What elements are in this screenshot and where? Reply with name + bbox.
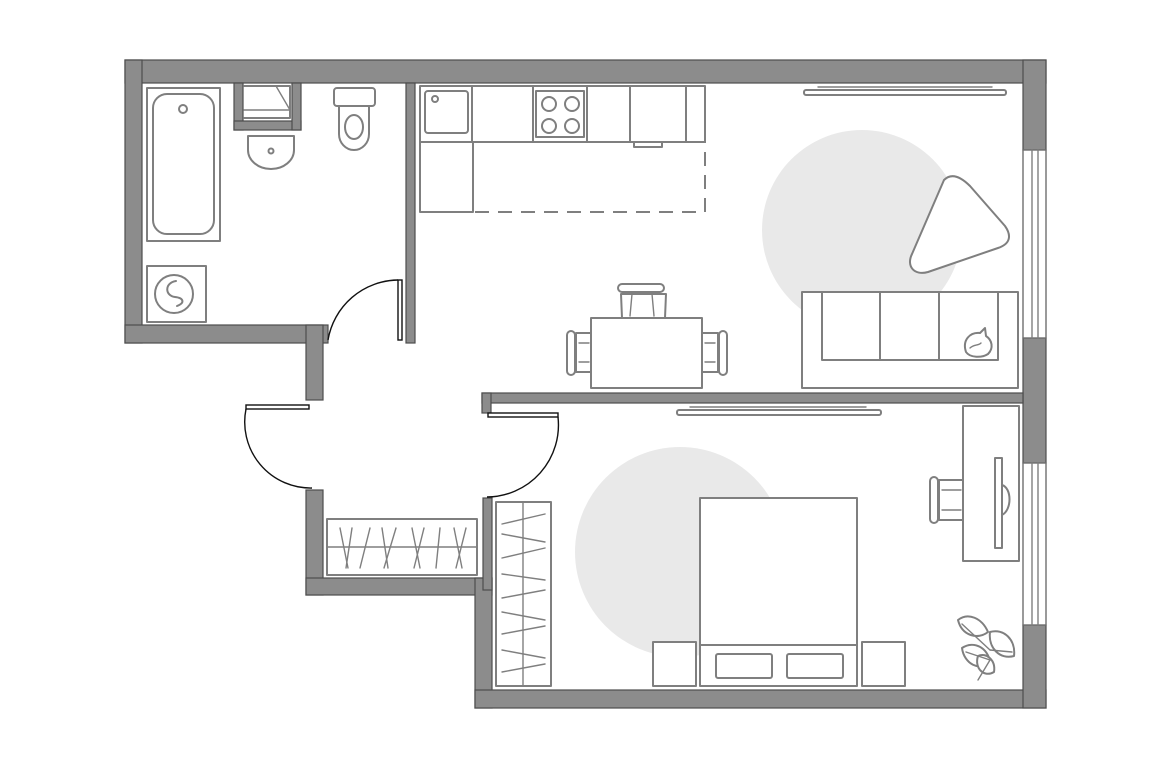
wall-bottom bbox=[474, 689, 1047, 709]
coffee-table bbox=[909, 175, 1011, 274]
wall-bath-cabinet-v2 bbox=[291, 82, 302, 131]
washing-machine-icon bbox=[146, 265, 207, 323]
entrance-door[interactable] bbox=[244, 404, 313, 489]
walls bbox=[124, 59, 1047, 709]
window-living bbox=[1022, 149, 1047, 339]
wall-hall-bottom bbox=[305, 577, 493, 596]
wardrobe-hall bbox=[326, 518, 478, 576]
desk bbox=[962, 405, 1020, 562]
wall-bath-cabinet-h bbox=[233, 120, 302, 131]
wall-living-bedroom bbox=[481, 392, 1024, 404]
wardrobe-bedroom bbox=[495, 501, 552, 687]
living-room-rug bbox=[762, 130, 962, 330]
wall-hall-left-upper bbox=[305, 324, 324, 401]
dining-table bbox=[590, 317, 703, 389]
wall-right-1 bbox=[1022, 59, 1047, 151]
kitchen-sink bbox=[424, 90, 469, 134]
bathtub-icon bbox=[146, 87, 221, 242]
sofa-icon bbox=[801, 291, 1019, 389]
wall-bath-kitchen bbox=[405, 82, 416, 344]
monitor-icon bbox=[994, 457, 1011, 549]
wall-right-2 bbox=[1022, 337, 1047, 464]
desk-chair bbox=[929, 476, 964, 524]
chair-icon bbox=[617, 283, 667, 319]
dining-chair-left bbox=[566, 330, 592, 376]
wall-bath-bottom bbox=[124, 324, 329, 344]
wall-hall-bedroom bbox=[482, 497, 493, 591]
bathroom-cabinet bbox=[243, 85, 291, 119]
window-bedroom bbox=[1022, 462, 1047, 626]
dining-chair-right bbox=[701, 330, 728, 376]
nightstand-right bbox=[861, 641, 906, 687]
wall-bedroom-left bbox=[474, 577, 493, 709]
bed-icon bbox=[699, 497, 858, 687]
bedroom-door[interactable] bbox=[486, 412, 560, 498]
bathroom-door[interactable] bbox=[327, 279, 403, 341]
kitchen-island-outline bbox=[475, 142, 706, 213]
cat-icon bbox=[964, 327, 993, 358]
wall-left-bath bbox=[124, 59, 143, 344]
wall-living-bedroom-stub bbox=[481, 392, 492, 414]
windows bbox=[1022, 149, 1047, 626]
kitchen-counter bbox=[419, 85, 706, 213]
wall-radiator-living bbox=[803, 86, 1007, 96]
toilet-icon bbox=[333, 87, 376, 151]
wall-top bbox=[124, 59, 1047, 84]
sink-icon bbox=[247, 135, 295, 170]
nightstand-left bbox=[652, 641, 697, 687]
wall-radiator-bedroom bbox=[676, 406, 882, 416]
wall-right-3 bbox=[1022, 624, 1047, 709]
plant-icon bbox=[957, 615, 1016, 681]
cooktop-icon bbox=[535, 90, 585, 138]
